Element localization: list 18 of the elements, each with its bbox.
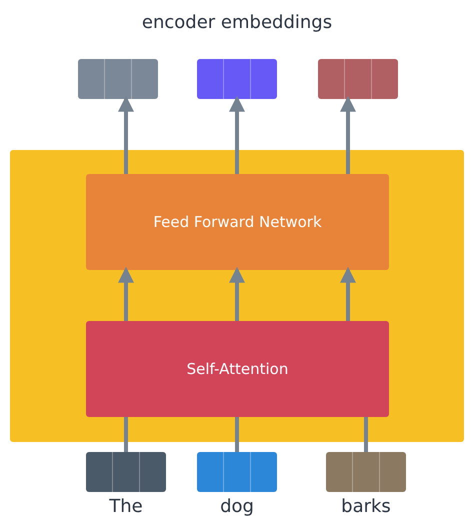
layer-label: Self-Attention (186, 360, 288, 378)
word-label: dog (220, 496, 254, 517)
connector-line (364, 417, 368, 452)
word-label: barks (341, 496, 391, 517)
arrow (340, 96, 356, 174)
connector-line (124, 417, 128, 452)
diagram-title: encoder embeddings (142, 12, 332, 33)
arrow (118, 96, 134, 174)
arrow (340, 266, 356, 321)
arrow (229, 96, 245, 174)
arrow (118, 266, 134, 321)
layer-box (86, 174, 389, 270)
layer-label: Feed Forward Network (153, 213, 322, 231)
arrow (229, 266, 245, 321)
word-label: The (109, 496, 143, 517)
encoder-block (10, 150, 464, 442)
connector-line (235, 417, 239, 452)
layer-box (86, 321, 389, 417)
